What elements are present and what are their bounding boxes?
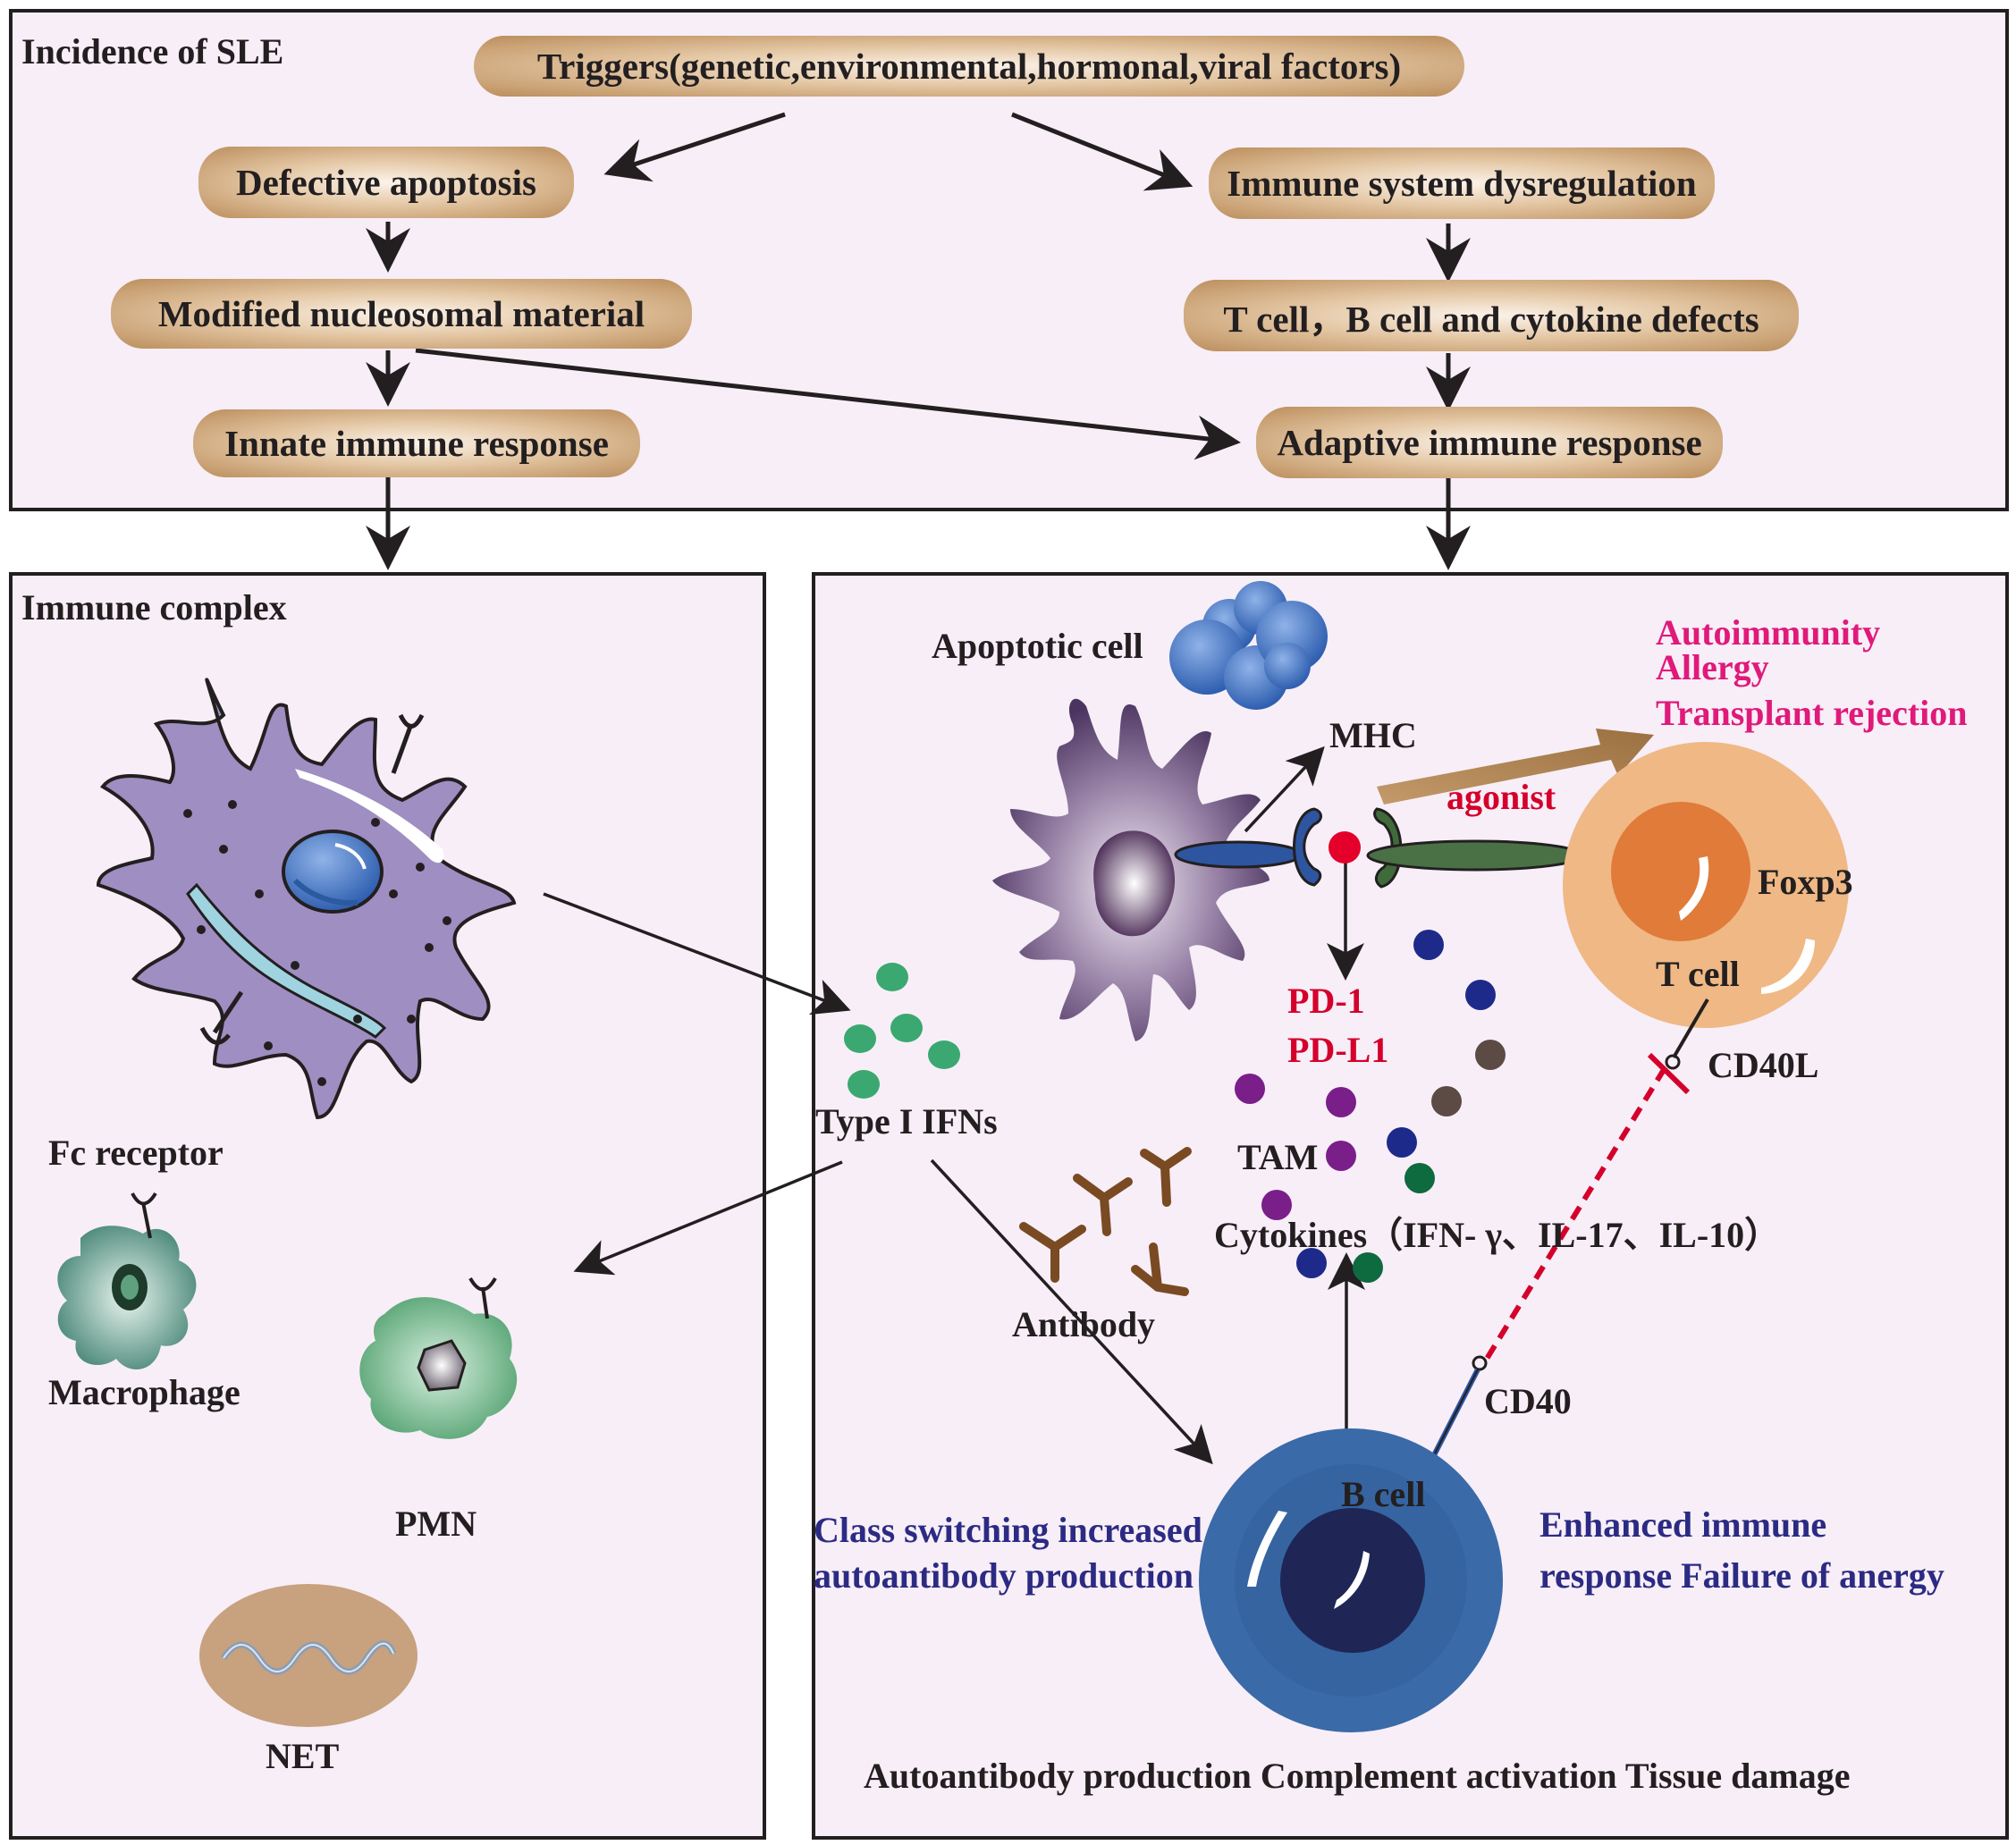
cell-defects-box: T cell，B cell and cytokine defects	[1184, 280, 1799, 351]
pdl1-label: PD-L1	[1287, 1030, 1389, 1070]
class-switch-line1: Class switching increased	[814, 1510, 1202, 1550]
cd40-interaction	[1430, 998, 1709, 1459]
top-panel-arrows	[366, 112, 1471, 570]
dysregulation-box: Immune system dysregulation	[1209, 147, 1715, 219]
macrophage-label: Macrophage	[48, 1372, 240, 1412]
top-panel-title: Incidence of SLE	[21, 31, 284, 72]
dendritic-cell	[992, 698, 1269, 1041]
b-cell-label: B cell	[1341, 1474, 1426, 1514]
cytokine-dots	[1235, 930, 1506, 1283]
class-switch-line2: autoantibody production	[814, 1555, 1194, 1596]
b-cell	[1199, 1428, 1503, 1732]
cross-arrows	[543, 746, 1365, 1465]
agonist-arrow	[1377, 729, 1654, 805]
enhanced-line1: Enhanced immune	[1539, 1504, 1827, 1545]
adaptive-response-box: Adaptive immune response	[1256, 407, 1723, 478]
mhc-label: MHC	[1329, 715, 1417, 755]
arrow-cell-to-ifns	[543, 892, 851, 1015]
foxp3-label: Foxp3	[1758, 862, 1853, 902]
innate-response-box: Innate immune response	[193, 409, 640, 477]
pmn-cell	[359, 1276, 518, 1439]
bottom-outcomes-label: Autoantibody production Complement activ…	[864, 1756, 1851, 1796]
immune-complex-cell	[96, 678, 517, 1120]
triggers-box: Triggers(genetic,environmental,hormonal,…	[474, 36, 1464, 97]
net-label: NET	[266, 1736, 340, 1776]
macrophage-cell	[57, 1192, 197, 1369]
tam-label: TAM	[1237, 1137, 1319, 1177]
arrow-trigger-to-dysregulation	[1011, 112, 1194, 191]
t-cell-label: T cell	[1656, 954, 1740, 994]
apoptotic-cell-cluster	[1169, 581, 1328, 710]
nucleosomal-material-box: Modified nucleosomal material	[111, 279, 692, 349]
mhc-receptor-complex	[1174, 807, 1584, 889]
outcome-transplant-rejection: Transplant rejection	[1656, 693, 1968, 733]
arrow-nucleosomal-to-adaptive	[415, 348, 1241, 460]
type1-ifn-dots	[844, 963, 960, 1099]
antibody-label: Antibody	[1012, 1304, 1156, 1344]
t-cell	[1563, 742, 1849, 1028]
pmn-label: PMN	[395, 1504, 477, 1544]
cd40-label: CD40	[1484, 1381, 1572, 1421]
net-structure	[199, 1584, 418, 1727]
enhanced-line2: response Failure of anergy	[1539, 1555, 1944, 1596]
fc-receptor-label: Fc receptor	[48, 1133, 224, 1173]
arrow-trigger-to-apoptosis	[603, 112, 786, 182]
type1-ifns-label: Type I IFNs	[815, 1101, 998, 1142]
apoptotic-cell-label: Apoptotic cell	[932, 626, 1143, 666]
pd1-label: PD-1	[1287, 981, 1365, 1021]
outcome-autoimmunity: Autoimmunity	[1656, 612, 1881, 653]
arrow-ifns-to-bcell	[930, 1158, 1213, 1465]
defective-apoptosis-box: Defective apoptosis	[198, 147, 574, 218]
cd40l-label: CD40L	[1708, 1045, 1819, 1085]
antibodies	[1019, 1147, 1192, 1296]
arrow-mhc-up	[1244, 746, 1325, 833]
left-panel-title: Immune complex	[21, 587, 287, 628]
outcome-allergy: Allergy	[1656, 647, 1769, 687]
arrow-ifns-to-pmn	[573, 1160, 843, 1276]
agonist-label: agonist	[1447, 777, 1556, 817]
cytokines-label: Cytokines（IFN- γ、IL-17、IL-10）	[1214, 1215, 1781, 1255]
